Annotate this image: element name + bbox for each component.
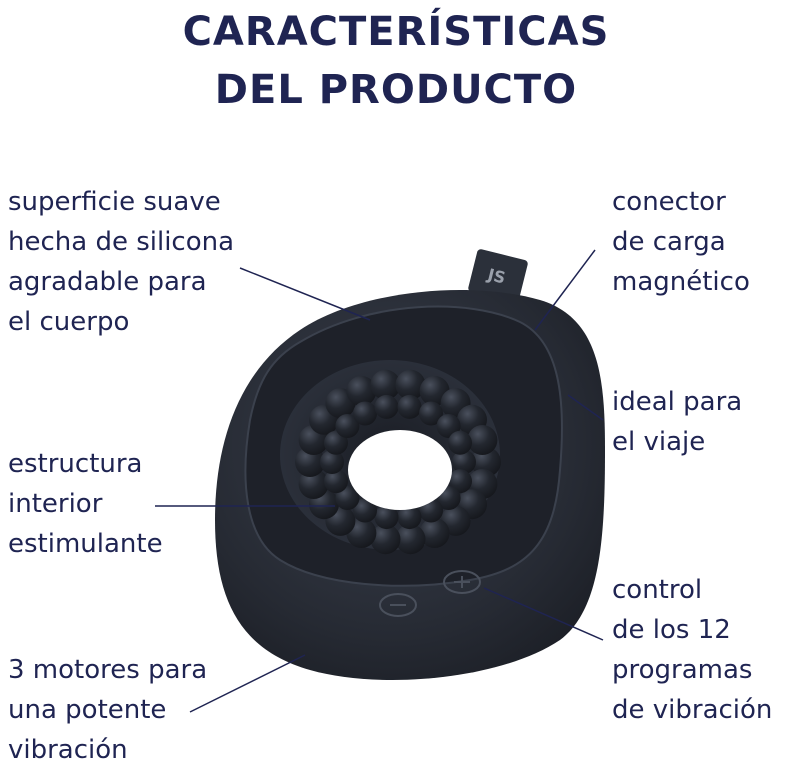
feature-ideal-line: el viaje <box>612 427 706 457</box>
leader-motores <box>189 654 306 713</box>
bead <box>353 498 377 523</box>
feature-superficie-line: agradable para <box>8 267 207 297</box>
bead <box>452 450 476 474</box>
bead <box>467 425 498 455</box>
feature-motores-line: 3 motores para <box>8 655 208 685</box>
feature-conector-line: de carga <box>612 227 726 257</box>
feature-motores-line: vibración <box>8 735 128 765</box>
bead <box>374 394 399 419</box>
bead <box>295 447 325 477</box>
feature-motores-line: una potente <box>8 695 167 725</box>
feature-control-line: de vibración <box>612 695 773 725</box>
bead <box>335 414 360 438</box>
bead <box>353 401 377 426</box>
bead-ring <box>295 369 501 555</box>
feature-conector-line: conector <box>612 187 726 217</box>
center-hole <box>348 430 452 510</box>
bead <box>370 369 401 400</box>
bead <box>370 524 401 555</box>
feature-conector: conector de carga magnético <box>612 182 750 302</box>
feature-estructura-line: interior <box>8 489 103 519</box>
bead <box>436 414 461 438</box>
feature-superficie: superficie suave hecha de silicona agrad… <box>8 182 234 342</box>
charging-tab: JS <box>468 249 528 303</box>
bead <box>448 430 472 455</box>
tab-logo: JS <box>485 265 508 288</box>
feature-motores: 3 motores para una potente vibración <box>8 650 207 768</box>
bead <box>335 486 360 510</box>
bead <box>298 469 329 499</box>
feature-control-line: de los 12 <box>612 615 731 645</box>
feature-ideal: ideal para el viaje <box>612 382 742 462</box>
feature-superficie-line: hecha de silicona <box>8 227 235 257</box>
bead <box>419 518 450 548</box>
feature-estructura-line: estructura <box>8 449 143 479</box>
bead <box>346 376 377 406</box>
leader-ideal <box>567 394 604 421</box>
title-line-2: DEL PRODUCTO <box>214 67 578 113</box>
bead <box>395 369 426 400</box>
bead <box>374 505 399 530</box>
plus-button <box>443 570 481 594</box>
title-line-1: CARACTERÍSTICAS <box>182 9 610 55</box>
bead <box>324 469 348 494</box>
bead <box>395 524 426 555</box>
feature-superficie-line: superficie suave <box>8 187 221 217</box>
feature-control-line: programas <box>612 655 753 685</box>
feature-superficie-line: el cuerpo <box>8 307 130 337</box>
bead <box>419 401 443 426</box>
feature-conector-line: magnético <box>612 267 750 297</box>
bead <box>397 394 422 419</box>
feature-estructura: estructura interior estimulante <box>8 444 163 564</box>
bead <box>320 450 344 474</box>
minus-button <box>379 593 417 617</box>
bead <box>471 447 501 477</box>
feature-control-line: control <box>612 575 703 605</box>
leader-conector <box>534 249 596 331</box>
feature-estructura-line: estimulante <box>8 529 163 559</box>
bead <box>448 469 472 494</box>
leader-superficie <box>239 267 371 321</box>
feature-ideal-line: ideal para <box>612 387 743 417</box>
leader-control <box>483 587 604 641</box>
bead <box>397 505 422 530</box>
feature-control: control de los 12 programas de vibración <box>612 570 772 730</box>
bead <box>324 430 348 455</box>
